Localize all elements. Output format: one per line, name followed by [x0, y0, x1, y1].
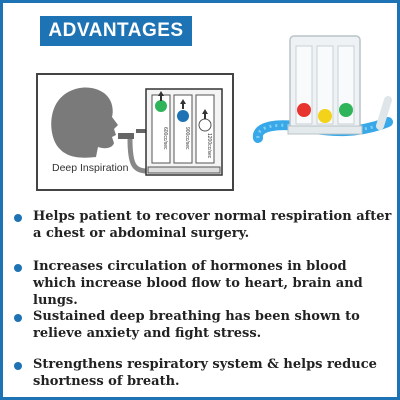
list-item-text: Helps patient to recover normal respirat… — [33, 209, 392, 241]
list-item-text: Increases circulation of hormones in blo… — [33, 259, 363, 308]
tube-icon — [127, 138, 149, 174]
diagram-illustration: 600cc/sec 900cc/sec 1200cc/sec — [51, 87, 223, 176]
section-title: ADVANTAGES — [48, 20, 184, 41]
section-header: ADVANTAGES — [40, 16, 192, 46]
breathing-diagram: 600cc/sec 900cc/sec 1200cc/sec Deep Insp… — [36, 73, 234, 191]
bullet-dot-icon — [14, 314, 22, 322]
bullet-dot-icon — [14, 264, 22, 272]
chamber-label-2: 900cc/sec — [184, 127, 190, 150]
chamber-label-3: 1200cc/sec — [206, 133, 212, 159]
bullet-dot-icon — [14, 362, 22, 370]
diagram-caption: Deep Inspiration — [52, 162, 129, 174]
list-item-text: Strengthens respiratory system & helps r… — [33, 357, 377, 389]
spirometer-icon — [145, 88, 223, 176]
list-item-text: Sustained deep breathing has been shown … — [33, 309, 360, 341]
bullet-dot-icon — [14, 214, 22, 222]
head-silhouette-icon — [51, 87, 118, 158]
incentive-spirometer-image — [248, 30, 394, 160]
chamber-label-1: 600cc/sec — [162, 127, 168, 150]
spirometer-body — [287, 35, 363, 135]
